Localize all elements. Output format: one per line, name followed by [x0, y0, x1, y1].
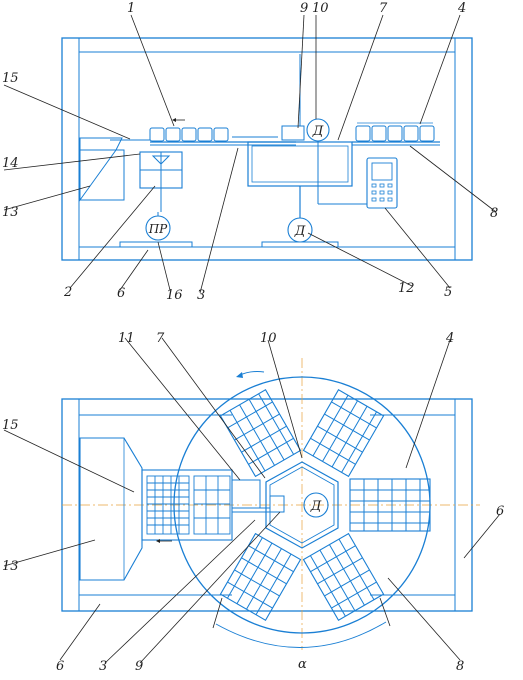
callout: 8: [490, 206, 498, 221]
callout: 13: [2, 559, 19, 574]
callout: 6: [56, 659, 64, 674]
plan-hopper: [79, 437, 143, 581]
callout: 7: [379, 1, 388, 16]
callout: 3: [99, 659, 107, 674]
elevation-view: Д ПР: [2, 1, 498, 303]
callout: 3: [197, 288, 205, 303]
plan-view: Д: [2, 331, 504, 674]
magazine-block: [219, 532, 302, 621]
hopper: [79, 137, 150, 202]
left-cassette: [141, 469, 270, 543]
frame: [61, 37, 473, 261]
magazine-block: [302, 532, 385, 621]
tile-row-4: [352, 122, 440, 146]
callout: 6: [496, 504, 504, 519]
motor-lower-label: Д: [294, 224, 306, 239]
callouts-top: 1 9 10 7 4 15 14 13 8 2 6 16 3 12 5: [2, 1, 498, 303]
rotation-arrow: [236, 371, 265, 378]
control-panel: [318, 157, 398, 209]
angle-dimension: α: [212, 597, 391, 672]
magazine-block: [302, 389, 385, 478]
callout: 4: [457, 1, 466, 16]
leader-lines-top: [3, 14, 497, 294]
magazine-block: [349, 478, 431, 532]
callout: 5: [444, 285, 452, 300]
callouts-plan: 11 7 10 4 15 13 6 6 3 9 8: [2, 331, 504, 674]
angle-label: α: [298, 657, 307, 672]
callout: 10: [312, 1, 329, 16]
callout: 9: [135, 659, 143, 674]
callout: 12: [398, 281, 415, 296]
callout: 4: [445, 331, 454, 346]
callout: 10: [260, 331, 277, 346]
callout: 8: [456, 659, 464, 674]
callout: 2: [63, 285, 72, 300]
press-motor-label: ПР: [148, 222, 168, 236]
press-motor: ПР: [119, 212, 193, 248]
callout: 1: [127, 1, 135, 16]
magazine-block: [219, 389, 302, 478]
motor-lower: Д: [261, 217, 339, 248]
tile-row-1: [149, 118, 229, 142]
center-hub: Д: [265, 461, 339, 549]
motor-upper: Д: [306, 118, 330, 204]
motor-upper-label: Д: [312, 124, 324, 139]
rotary-tank: [247, 54, 353, 218]
callout: 15: [2, 418, 19, 433]
callout: 16: [166, 288, 183, 303]
callout: 6: [117, 286, 125, 301]
plan-motor-label: Д: [310, 499, 322, 514]
callout: 15: [2, 71, 19, 86]
callout: 11: [118, 331, 135, 346]
callout: 7: [156, 331, 165, 346]
callout: 9: [300, 1, 308, 16]
callout: 13: [2, 205, 19, 220]
center-axes: [62, 358, 480, 650]
callout: 14: [2, 156, 19, 171]
leader-lines-plan: [3, 337, 501, 664]
press-unit: [139, 151, 183, 212]
